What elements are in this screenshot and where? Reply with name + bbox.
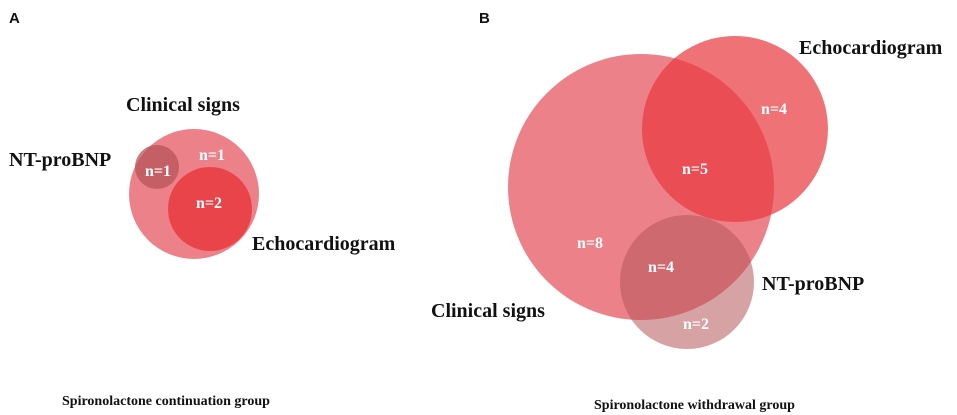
count-clinical-only-a: n=1 (199, 147, 225, 164)
panel-b-letter: B (479, 10, 490, 27)
circle-ntprobnp-a (135, 145, 179, 189)
circle-echocardiogram-a (168, 167, 252, 251)
count-echo-only-b: n=4 (761, 101, 787, 118)
panel-a: A Clinical signs NT-proBNP Echocardiogra… (9, 10, 396, 409)
count-ntprobnp-only-b: n=2 (683, 316, 709, 333)
count-clinical-ntprobnp-b: n=4 (648, 259, 674, 276)
label-echocardiogram-a: Echocardiogram (252, 233, 396, 255)
count-clinical-only-b: n=8 (577, 235, 603, 252)
panel-b: B Echocardiogram NT-proBNP Clinical sign… (431, 10, 943, 413)
label-clinical-signs-b: Clinical signs (431, 300, 545, 322)
count-clinical-echo-b: n=5 (682, 161, 708, 178)
count-echocardiogram-a: n=2 (196, 195, 222, 212)
circle-echocardiogram-b (642, 36, 828, 222)
label-echocardiogram-b: Echocardiogram (799, 37, 943, 59)
panel-a-letter: A (9, 10, 20, 27)
label-ntprobnp-b: NT-proBNP (762, 273, 864, 295)
count-ntprobnp-a: n=1 (145, 163, 171, 180)
caption-b: Spironolactone withdrawal group (594, 398, 795, 413)
label-clinical-signs-a: Clinical signs (126, 94, 240, 116)
caption-a: Spironolactone continuation group (62, 394, 270, 409)
circle-ntprobnp-b (620, 215, 754, 349)
label-ntprobnp-a: NT-proBNP (9, 149, 111, 171)
